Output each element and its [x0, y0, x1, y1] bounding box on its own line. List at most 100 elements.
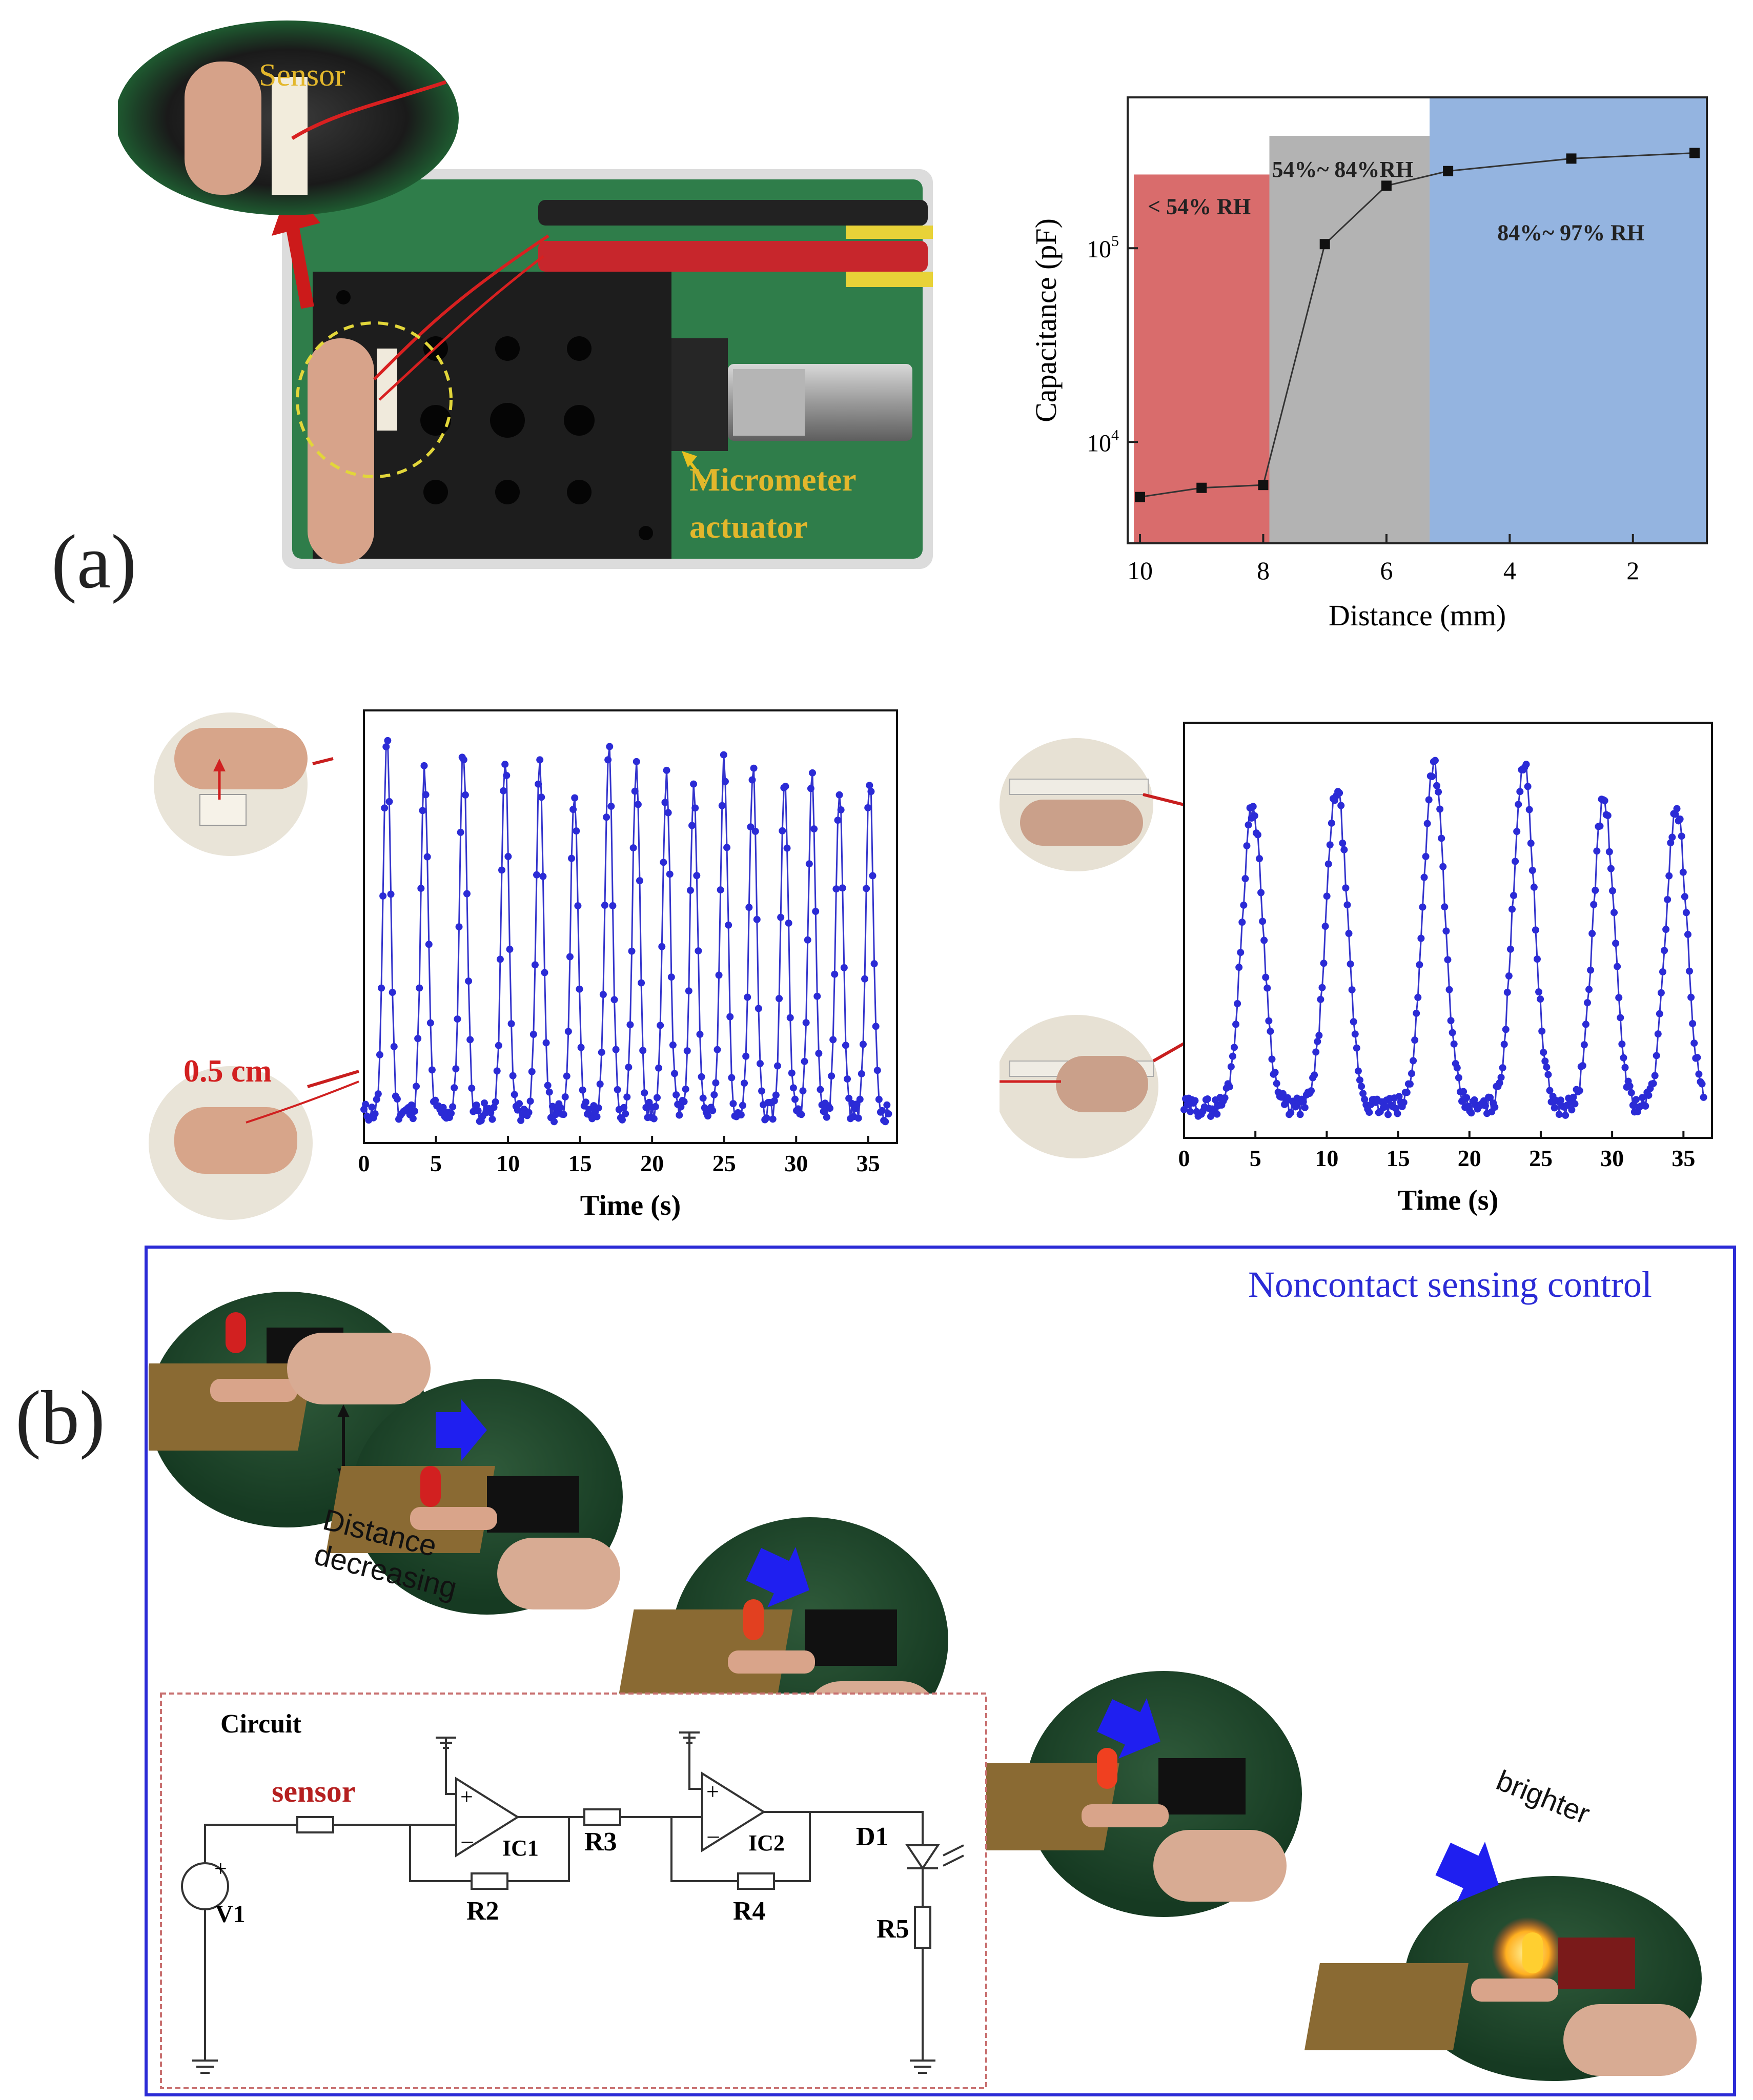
signal-point-152 [601, 902, 608, 909]
signal-point-195 [669, 1041, 677, 1049]
signal-point-156 [607, 803, 615, 810]
signal-point-300 [835, 791, 843, 799]
signal-point-52 [1262, 973, 1270, 981]
signal-point-239 [739, 1102, 746, 1109]
signal-point-104 [525, 1109, 533, 1116]
signal-point-183 [650, 1115, 658, 1123]
signal-point-313 [1672, 810, 1679, 818]
signal-point-187 [657, 1022, 664, 1029]
signal-point-110 [535, 780, 542, 788]
signal-point-58 [1271, 1069, 1279, 1076]
signal-point-280 [804, 936, 811, 944]
signal-point-167 [1442, 927, 1450, 935]
signal-point-74 [1296, 1111, 1304, 1118]
sensor-setup-photo [118, 21, 933, 569]
signal-point-270 [788, 1069, 796, 1077]
signal-point-157 [609, 902, 617, 909]
y-tick-label-0: 104 [1087, 426, 1119, 457]
signal-point-40 [1243, 842, 1251, 850]
signal-point-37 [419, 807, 426, 814]
data-point-6 [1566, 153, 1577, 164]
x-tick-label-7: 35 [1672, 1145, 1695, 1171]
signal-point-223 [1530, 883, 1538, 891]
x-axis-title: Distance (mm) [1329, 599, 1506, 632]
signal-point-45 [1251, 812, 1258, 820]
signal-point-241 [742, 1052, 750, 1060]
signal-point-228 [721, 778, 729, 785]
signal-point-228 [1538, 1027, 1546, 1035]
signal-point-329 [882, 1118, 889, 1126]
signal-point-251 [758, 1087, 766, 1095]
x-tick-label-3: 15 [1387, 1145, 1410, 1171]
signal-point-89 [1320, 960, 1328, 967]
signal-point-207 [688, 822, 696, 829]
signal-point-281 [805, 860, 813, 868]
signal-point-206 [1503, 989, 1511, 996]
signal-point-40 [423, 853, 431, 861]
signal-point-239 [1555, 1111, 1563, 1118]
signal-point-13 [381, 804, 389, 812]
rh-region-label-2: 84%~ 97% RH [1497, 220, 1644, 246]
signal-point-300 [1651, 1072, 1659, 1079]
signal-point-67 [466, 1036, 474, 1044]
signal-point-21 [1213, 1110, 1221, 1118]
signal-point-82 [490, 1104, 498, 1111]
signal-point-249 [755, 1005, 762, 1012]
signal-point-174 [1453, 1064, 1461, 1072]
signal-point-138 [579, 1086, 586, 1094]
signal-point-101 [1339, 840, 1347, 847]
data-point-1 [1196, 482, 1207, 493]
signal-point-321 [1684, 931, 1691, 939]
finger-inset-photos-right [1000, 738, 1205, 1158]
signal-point-213 [1515, 801, 1522, 808]
signal-point-155 [606, 743, 614, 750]
signal-point-84 [493, 1067, 501, 1075]
signal-point-200 [677, 1103, 685, 1111]
signal-point-129 [564, 1028, 572, 1035]
signal-point-218 [1522, 761, 1530, 768]
signal-point-36 [417, 885, 425, 892]
signal-point-50 [439, 1104, 447, 1111]
signal-point-226 [718, 802, 726, 809]
y-tick-label-1: 105 [1087, 233, 1119, 263]
signal-point-309 [1665, 872, 1673, 880]
signal-point-259 [1587, 966, 1595, 974]
signal-point-63 [1279, 1090, 1287, 1097]
signal-point-177 [641, 1089, 648, 1097]
signal-point-2 [1184, 1101, 1191, 1109]
signal-point-144 [1406, 1080, 1414, 1088]
rh-region-label-0: < 54% RH [1148, 194, 1251, 219]
sequence-arrows [436, 1399, 487, 1461]
signal-point-128 [1381, 1103, 1389, 1111]
signal-point-265 [1596, 822, 1604, 830]
signal-point-225 [1533, 955, 1541, 963]
signal-point-323 [872, 1023, 880, 1030]
signal-point-65 [463, 890, 471, 898]
signal-point-295 [828, 1072, 835, 1080]
y-axis-title: Capacitance (pF) [1029, 218, 1063, 422]
signal-point-114 [1359, 1090, 1367, 1097]
signal-point-238 [737, 1111, 745, 1119]
panel-b-frame [145, 1246, 1736, 2096]
signal-point-193 [666, 870, 674, 878]
signal-point-327 [1694, 1054, 1701, 1062]
circuit-ic1-label: IC1 [502, 1836, 539, 1861]
signal-point-319 [866, 782, 873, 789]
signal-point-264 [779, 827, 786, 834]
signal-point-311 [1668, 833, 1676, 841]
signal-point-153 [603, 813, 610, 821]
signal-point-120 [551, 1118, 558, 1126]
signal-point-285 [812, 908, 820, 915]
signal-point-322 [1686, 967, 1694, 975]
signal-point-303 [840, 964, 848, 971]
signal-point-64 [461, 791, 469, 799]
signal-point-212 [696, 1030, 704, 1038]
signal-point-54 [1265, 1017, 1273, 1025]
signal-point-260 [772, 1091, 780, 1099]
signal-point-271 [789, 1084, 797, 1092]
signal-point-112 [538, 793, 545, 801]
signal-point-223 [714, 1046, 721, 1053]
signal-point-68 [1287, 1109, 1295, 1116]
signal-point-16 [385, 798, 393, 805]
